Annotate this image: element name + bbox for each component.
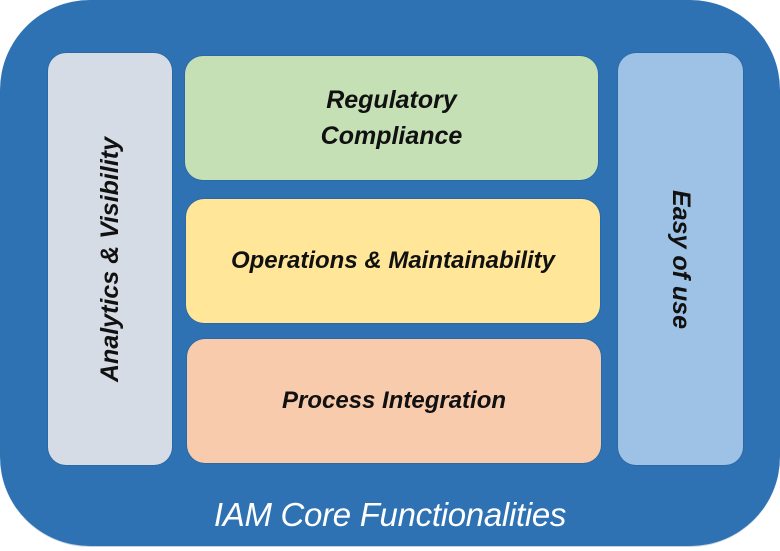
diagram-title: IAM Core Functionalities — [213, 496, 567, 533]
regulatory-compliance-label-line1: Regulatory — [326, 86, 457, 114]
easy-of-use-label: Easy of use — [667, 189, 696, 329]
regulatory-compliance-label-line2: Compliance — [320, 122, 463, 150]
analytics-visibility-pillar: Analytics & Visibility — [48, 53, 172, 465]
analytics-visibility-label: Analytics & Visibility — [95, 136, 124, 382]
process-integration-label: Process Integration — [281, 387, 507, 414]
operations-maintainability-block: Operations & Maintainability — [186, 199, 600, 323]
process-integration-block: Process Integration — [187, 339, 601, 463]
easy-of-use-pillar: Easy of use — [618, 53, 743, 465]
operations-maintainability-label: Operations & Maintainability — [230, 247, 556, 274]
regulatory-compliance-block: Regulatory Compliance — [185, 56, 598, 180]
